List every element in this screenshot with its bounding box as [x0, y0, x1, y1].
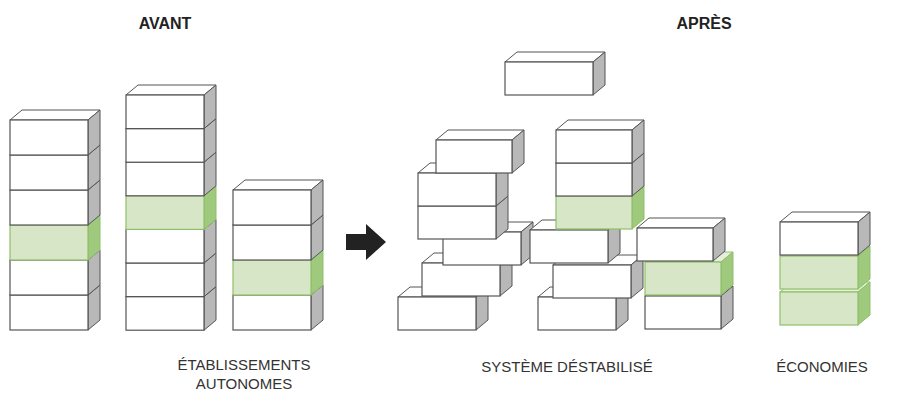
- block-front: [556, 163, 632, 196]
- block-front: [10, 295, 88, 330]
- block-top: [233, 180, 323, 190]
- block-front: [10, 190, 88, 225]
- block-side: [204, 85, 216, 129]
- block-front: [556, 130, 632, 163]
- block: [780, 212, 870, 255]
- block-front: [10, 120, 88, 155]
- block: [556, 120, 644, 163]
- block-front: [780, 256, 858, 289]
- block-side: [632, 120, 644, 163]
- block-front: [645, 262, 721, 295]
- block-top: [10, 110, 100, 120]
- block-front: [126, 297, 204, 331]
- block-front: [556, 196, 632, 229]
- block-front: [233, 260, 311, 295]
- block-front: [233, 295, 311, 330]
- block-front: [637, 228, 713, 261]
- block-side: [721, 252, 733, 295]
- block-front: [10, 155, 88, 190]
- block-front: [418, 206, 496, 239]
- caption-label: ÉCONOMIES: [776, 358, 868, 377]
- block-side: [512, 130, 524, 173]
- block: [126, 85, 216, 129]
- block-group: [10, 52, 870, 330]
- block: [505, 52, 605, 95]
- block-front: [505, 62, 593, 95]
- block-front: [126, 263, 204, 297]
- heading: AVANT: [139, 14, 192, 34]
- block-front: [436, 140, 512, 173]
- block-front: [422, 263, 500, 296]
- block-side: [858, 212, 870, 255]
- block-front: [418, 173, 496, 206]
- block-front: [780, 222, 858, 255]
- block-front: [126, 196, 204, 230]
- block-front: [126, 229, 204, 263]
- block: [436, 130, 524, 173]
- block-side: [593, 52, 605, 95]
- block-top: [637, 218, 725, 228]
- block: [637, 218, 725, 261]
- caption-label: ÉTABLISSEMENTS AUTONOMES: [164, 356, 324, 394]
- block-front: [126, 162, 204, 196]
- block-front: [530, 230, 608, 263]
- block-top: [126, 85, 216, 95]
- heading: APRÈS: [676, 14, 731, 34]
- block-side: [858, 282, 870, 325]
- block-side: [713, 218, 725, 261]
- block-side: [88, 110, 100, 155]
- block-front: [233, 190, 311, 225]
- block-front: [538, 297, 616, 330]
- block: [233, 180, 323, 225]
- block-front: [233, 225, 311, 260]
- block-front: [126, 95, 204, 129]
- block-front: [126, 129, 204, 163]
- block-top: [556, 120, 644, 130]
- block-front: [645, 296, 721, 329]
- arrow-symbol: [346, 224, 386, 260]
- block-top: [436, 130, 524, 140]
- caption-label: SYSTÈME DÉSTABILISÉ: [481, 358, 652, 377]
- block-top: [780, 212, 870, 222]
- block-front: [780, 292, 858, 325]
- block-front: [398, 297, 476, 330]
- block-top: [505, 52, 605, 62]
- block-front: [10, 260, 88, 295]
- block: [10, 110, 100, 155]
- block-front: [10, 225, 88, 260]
- block-front: [553, 265, 631, 298]
- block-side: [311, 180, 323, 225]
